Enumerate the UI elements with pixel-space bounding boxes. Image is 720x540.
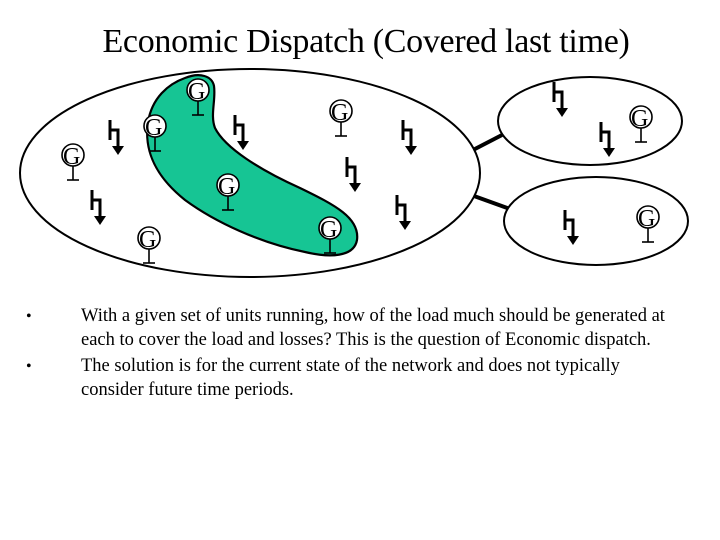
- bullet-text: The solution is for the current state of…: [81, 356, 620, 400]
- generator-icon: G: [143, 114, 167, 152]
- svg-text:G: G: [139, 227, 156, 253]
- generator-icon: G: [629, 105, 653, 143]
- svg-text:G: G: [331, 100, 348, 126]
- svg-text:G: G: [638, 206, 655, 232]
- lower-right-area-boundary: [503, 176, 689, 266]
- svg-text:G: G: [188, 79, 205, 105]
- svg-text:G: G: [631, 106, 648, 132]
- committed-units-region: [146, 74, 359, 257]
- svg-text:G: G: [218, 174, 235, 200]
- bullet-marker: •: [26, 358, 32, 375]
- tie-line-upper: [472, 133, 503, 152]
- generator-icon: G: [186, 78, 210, 116]
- generator-icon: G: [636, 205, 660, 243]
- power-system-diagram: G G G G G G G G G: [19, 68, 689, 278]
- svg-text:G: G: [63, 144, 80, 170]
- svg-text:G: G: [320, 217, 337, 243]
- bullet-item: • The solution is for the current state …: [26, 355, 666, 402]
- tie-line-lower: [473, 194, 511, 211]
- bullet-marker: •: [26, 308, 32, 325]
- generator-icon: G: [329, 99, 353, 137]
- bullet-item: • With a given set of units running, how…: [26, 305, 666, 352]
- generator-icon: G: [216, 173, 240, 211]
- upper-right-area-boundary: [497, 76, 683, 166]
- generator-icon: G: [61, 143, 85, 181]
- bullet-text: With a given set of units running, how o…: [81, 306, 665, 350]
- bullet-list: • With a given set of units running, how…: [26, 305, 666, 405]
- generator-icon: G: [318, 216, 342, 254]
- svg-text:G: G: [145, 115, 162, 141]
- slide-title: Economic Dispatch (Covered last time): [102, 23, 630, 60]
- generator-icon: G: [137, 226, 161, 264]
